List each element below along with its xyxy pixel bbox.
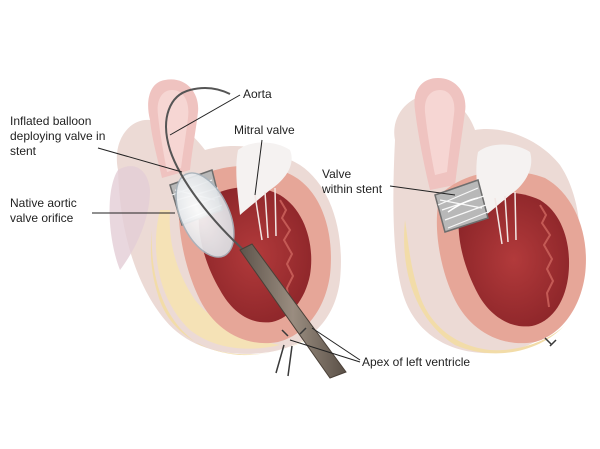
left-aorta-inner xyxy=(157,90,189,172)
leader-valve-within-stent xyxy=(389,185,456,196)
left-trabeculae xyxy=(279,199,295,303)
right-ventricle-cavity xyxy=(458,192,570,327)
leader-apex-b xyxy=(289,339,361,363)
leader-lines xyxy=(92,94,456,363)
label-valve-within-stent-line2: within stent xyxy=(321,182,383,196)
label-balloon-line3: stent xyxy=(10,144,37,158)
right-mitral-valve xyxy=(476,144,532,218)
right-apex-sutures xyxy=(544,337,557,347)
label-balloon-line2: deploying valve in xyxy=(10,129,105,143)
balloon xyxy=(175,172,235,258)
label-aorta: Aorta xyxy=(243,87,272,101)
guidewire xyxy=(165,86,249,255)
label-apex: Apex of left ventricle xyxy=(362,355,470,369)
right-trabeculae xyxy=(539,204,555,308)
left-heart-illustration xyxy=(109,79,347,379)
leader-mitral-valve xyxy=(254,139,263,196)
label-native-orifice-line1: Native aortic xyxy=(10,196,77,210)
right-valve-leaflets xyxy=(447,197,479,213)
label-valve-within-stent-line1: Valve xyxy=(322,167,351,181)
catheter xyxy=(239,243,347,379)
right-aorta-inner xyxy=(424,90,455,175)
left-fat-band xyxy=(155,210,280,349)
left-mitral-valve xyxy=(236,142,292,215)
left-vein-structure xyxy=(109,166,150,270)
label-balloon-line1: Inflated balloon xyxy=(10,114,91,128)
leader-apex-a xyxy=(311,327,361,361)
label-native-orifice-line2: valve orifice xyxy=(10,211,74,225)
leader-aorta xyxy=(169,94,241,136)
right-mitral-cords xyxy=(494,191,517,245)
labels: Aorta Mitral valve Inflated balloon depl… xyxy=(10,87,470,369)
label-mitral-valve: Mitral valve xyxy=(234,123,295,137)
right-heart-illustration xyxy=(393,78,586,354)
apex-sutures xyxy=(275,327,307,377)
left-mitral-cords xyxy=(254,187,277,241)
leader-balloon xyxy=(97,147,183,173)
